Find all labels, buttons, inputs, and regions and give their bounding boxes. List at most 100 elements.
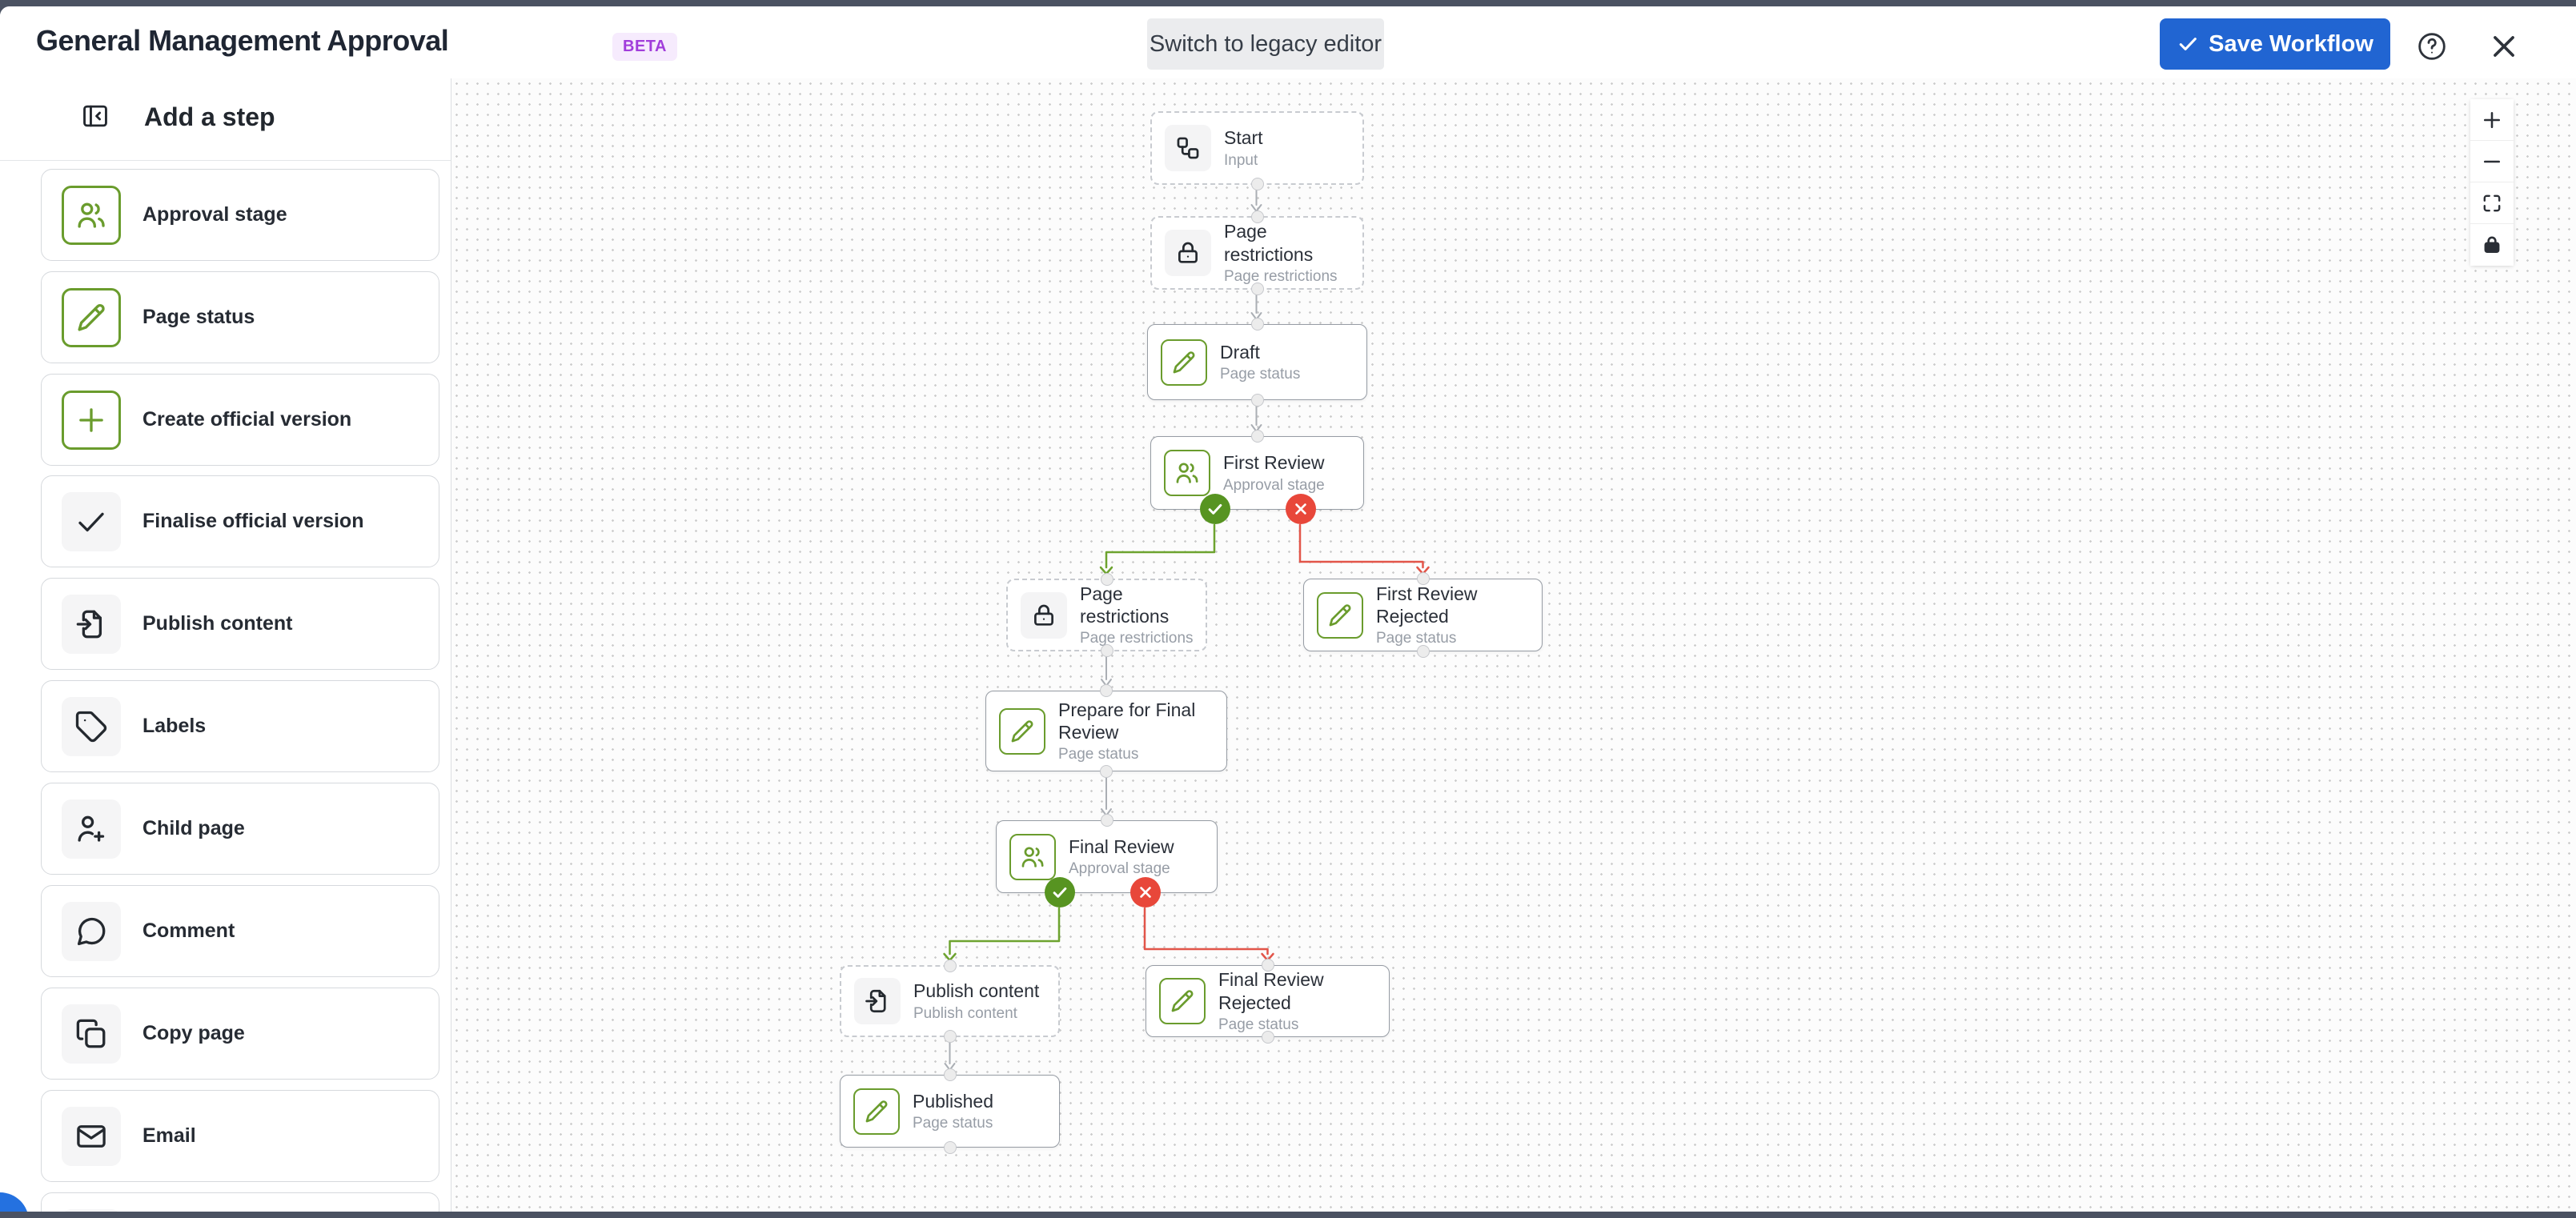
canvas-controls xyxy=(2470,99,2514,266)
people-icon xyxy=(1164,450,1210,496)
node-title: Published xyxy=(913,1090,994,1112)
sidebar-item-email[interactable]: Email xyxy=(41,1090,439,1182)
sidebar-item-page-status[interactable]: Page status xyxy=(41,271,439,363)
pencil-icon xyxy=(1317,591,1363,639)
node-subtitle: Page status xyxy=(1218,1016,1299,1033)
connector-port[interactable] xyxy=(943,960,957,972)
sidebar-item-publish-content[interactable]: Publish content xyxy=(41,578,439,670)
connector-port[interactable] xyxy=(1261,959,1274,972)
rejected-outcome-icon[interactable] xyxy=(1130,877,1161,907)
window-top-bar xyxy=(0,0,2576,6)
zoom-out-icon[interactable] xyxy=(2470,141,2514,182)
pencil-icon xyxy=(1161,339,1207,386)
sidebar-item-copy-page[interactable]: Copy page xyxy=(41,988,439,1080)
pencil-icon xyxy=(62,287,121,347)
node-subtitle: Page status xyxy=(1058,746,1139,763)
sidebar-item-label: Page status xyxy=(142,306,255,328)
node-subtitle: Approval stage xyxy=(1223,476,1325,494)
lock-icon[interactable] xyxy=(2470,224,2514,266)
node-subtitle: Page status xyxy=(1376,630,1457,647)
rejected-outcome-icon[interactable] xyxy=(1286,494,1316,524)
approved-outcome-icon[interactable] xyxy=(1045,877,1075,907)
approved-outcome-icon[interactable] xyxy=(1200,494,1230,524)
connector-port[interactable] xyxy=(1250,318,1264,331)
connector-port[interactable] xyxy=(1416,572,1430,585)
node-title: First Review xyxy=(1223,452,1325,474)
connector-port[interactable] xyxy=(1250,178,1264,190)
connector-port[interactable] xyxy=(943,1141,957,1154)
sidebar-item-create-official-version[interactable]: Create official version xyxy=(41,374,439,466)
sidebar-item-labels[interactable]: Labels xyxy=(41,680,439,772)
node-subtitle: Input xyxy=(1224,151,1258,169)
sidebar-item-label: Copy page xyxy=(142,1022,245,1044)
sidebar-item-child-page[interactable]: Child page xyxy=(41,783,439,875)
connector-port[interactable] xyxy=(1100,573,1113,586)
connector-port[interactable] xyxy=(943,1068,957,1081)
zoom-in-icon[interactable] xyxy=(2470,99,2514,141)
switch-to-legacy-editor-button[interactable]: Switch to legacy editor xyxy=(1147,18,1384,70)
check-icon xyxy=(2177,33,2199,55)
pencil-icon xyxy=(999,707,1045,755)
copy-icon xyxy=(62,1004,121,1064)
sidebar-divider xyxy=(0,160,451,161)
node-title: Page restrictions xyxy=(1224,221,1314,265)
beta-badge: BETA xyxy=(612,33,677,61)
sidebar-item-approval-stage[interactable]: Approval stage xyxy=(41,169,439,261)
node-subtitle: Page status xyxy=(1220,366,1301,383)
node-subtitle: Page status xyxy=(913,1115,993,1132)
connector-port[interactable] xyxy=(1250,210,1264,223)
collapse-panel-icon[interactable] xyxy=(77,98,114,134)
connector-port[interactable] xyxy=(1250,394,1264,407)
connector-port[interactable] xyxy=(1261,1031,1274,1044)
connector-port[interactable] xyxy=(1100,814,1113,827)
node-subtitle: Page restrictions xyxy=(1080,630,1194,647)
comment-icon xyxy=(62,901,121,961)
connector-port[interactable] xyxy=(1250,430,1264,443)
sidebar-item-comment[interactable]: Comment xyxy=(41,885,439,977)
window-bottom-bar xyxy=(0,1212,2576,1218)
pencil-icon xyxy=(853,1088,900,1135)
connector-port[interactable] xyxy=(1100,765,1113,778)
connector-port[interactable] xyxy=(1100,684,1113,697)
page-title: General Management Approval xyxy=(36,24,449,57)
sidebar-item-label: Create official version xyxy=(142,408,352,431)
sidebar-item-label: Email xyxy=(142,1124,196,1147)
node-title: Draft xyxy=(1220,341,1260,363)
node-subtitle: Publish content xyxy=(913,1004,1017,1022)
help-icon[interactable] xyxy=(2414,29,2450,64)
connector-port[interactable] xyxy=(943,1030,957,1043)
people-icon xyxy=(62,185,121,245)
connector-port[interactable] xyxy=(1100,644,1113,657)
fit-view-icon[interactable] xyxy=(2470,182,2514,224)
connector-port[interactable] xyxy=(1416,645,1430,658)
close-icon[interactable] xyxy=(2486,29,2522,64)
save-workflow-button[interactable]: Save Workflow xyxy=(2160,18,2390,70)
sidebar-item-label: Publish content xyxy=(142,612,293,635)
workflow-icon xyxy=(1165,125,1211,171)
pencil-icon xyxy=(1159,978,1206,1024)
node-subtitle: Approval stage xyxy=(1069,860,1170,878)
sidebar-title: Add a step xyxy=(144,102,275,131)
plus-icon xyxy=(62,390,121,450)
node-title: Start xyxy=(1224,127,1263,149)
connector-port[interactable] xyxy=(1250,282,1264,295)
sidebar-header: Add a step xyxy=(0,78,451,160)
node-title: Final Review xyxy=(1069,835,1174,857)
sidebar-item-label: Approval stage xyxy=(142,203,287,226)
sidebar-item-finalise-official-version[interactable]: Finalise official version xyxy=(41,475,439,567)
node-title: First Review Rejected xyxy=(1376,583,1478,627)
sidebar-item-partial[interactable] xyxy=(41,1192,439,1212)
node-subtitle: Page restrictions xyxy=(1224,267,1338,285)
